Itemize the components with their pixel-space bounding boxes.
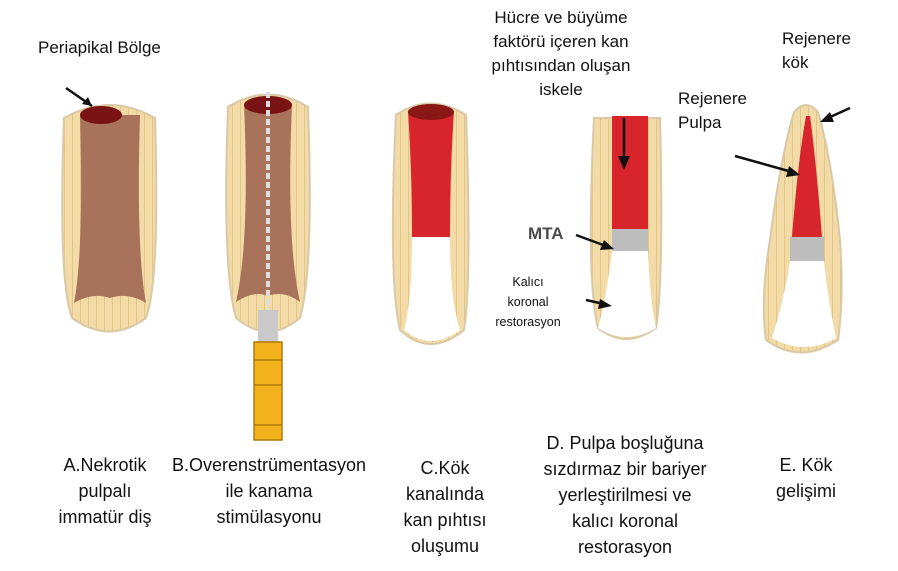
caption-d: D. Pulpa boşluğuna sızdırmaz bir bariyer… bbox=[520, 430, 730, 560]
periapical-label: Periapikal Bölge bbox=[38, 36, 161, 60]
periapical-lesion bbox=[80, 106, 122, 124]
caption-c: C.Kök kanalında kan pıhtısı oluşumu bbox=[395, 455, 495, 559]
caption-b: B.Overenstrümentasyon ile kanama stimüla… bbox=[156, 452, 382, 530]
tooth-e bbox=[735, 105, 850, 353]
restoration-label: Kalıcı koronal restorasyon bbox=[486, 272, 570, 332]
tooth-a bbox=[62, 88, 156, 332]
scaffold-label: Hücre ve büyüme faktörü içeren kan pıhtı… bbox=[466, 6, 656, 102]
regenerated-root-label: Rejenere kök bbox=[782, 27, 851, 75]
regenerated-pulp-label: Rejenere Pulpa bbox=[678, 87, 747, 135]
tooth-b bbox=[226, 92, 310, 440]
mta-barrier bbox=[612, 229, 648, 251]
caption-e: E. Kök gelişimi bbox=[756, 452, 856, 504]
tooth-d bbox=[576, 116, 661, 339]
tooth-c bbox=[393, 104, 469, 345]
mta-label: MTA bbox=[528, 224, 564, 244]
